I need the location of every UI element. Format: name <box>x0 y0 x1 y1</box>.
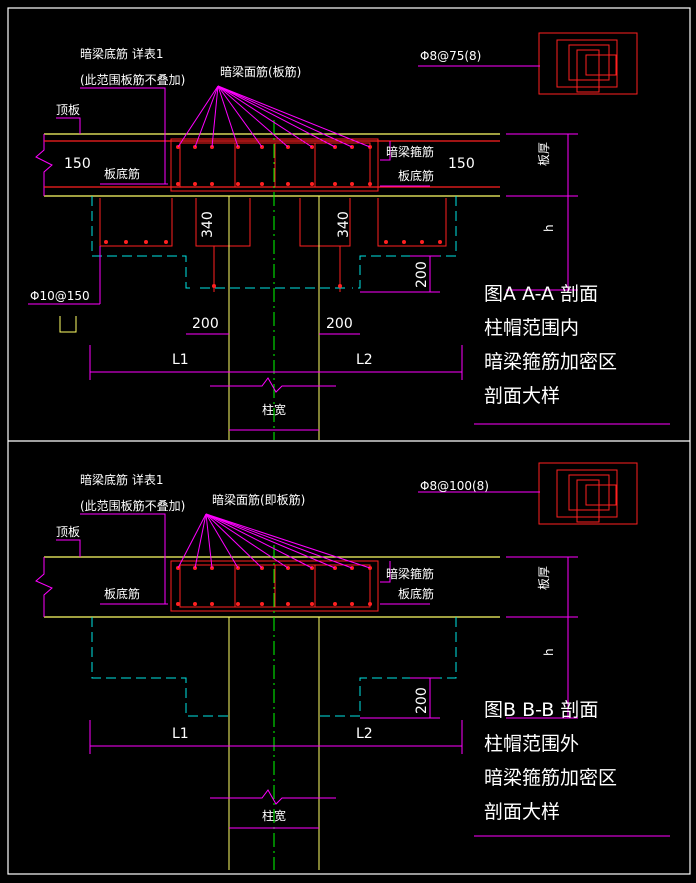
leader-lines <box>28 65 540 305</box>
top-bar-note: 暗梁面筋(板筋) <box>220 64 301 79</box>
slab-bottom-left: 板底筋 <box>104 586 140 601</box>
l1-label: L1 <box>172 726 189 742</box>
leader-lines <box>56 491 540 605</box>
caption-line: 柱帽范围内 <box>484 317 579 339</box>
rebar-dots <box>104 145 442 288</box>
slab-thick-label: 板厚 <box>537 566 551 590</box>
stirrup-detail-icon <box>538 32 638 95</box>
stirrup-label: 暗梁箍筋 <box>386 566 434 581</box>
dim-340-left: 340 <box>200 211 216 238</box>
h-label: h <box>542 648 556 656</box>
l2-label: L2 <box>356 726 373 742</box>
break-mark-left <box>35 557 53 617</box>
stirrup-label: 暗梁箍筋 <box>386 144 434 159</box>
cap-outline <box>91 196 457 289</box>
dim-200-vertical: 200 <box>414 261 430 288</box>
stirrup-spec: Φ8@75(8) <box>420 49 481 63</box>
dimension-lines <box>89 133 578 431</box>
stirrup-spec: Φ8@100(8) <box>420 479 489 493</box>
caption-line: 图B B-B 剖面 <box>484 699 598 721</box>
column-width-label: 柱宽 <box>262 808 286 823</box>
caption-line: 剖面大样 <box>484 385 560 407</box>
caption-line: 暗梁箍筋加密区 <box>484 351 617 373</box>
dim-200-left: 200 <box>192 316 219 332</box>
top-bar-note: 暗梁面筋(即板筋) <box>212 492 305 507</box>
top-slab-label: 顶板 <box>56 103 80 117</box>
h-label: h <box>542 224 556 232</box>
caption-line: 暗梁箍筋加密区 <box>484 767 617 789</box>
column-outline <box>228 196 320 440</box>
l1-label: L1 <box>172 352 189 368</box>
column-cap-rebar <box>99 198 447 292</box>
caption-line: 图A A-A 剖面 <box>484 283 598 305</box>
slab-thick-label: 板厚 <box>537 142 551 166</box>
cap-rebar-spec: Φ10@150 <box>30 289 90 303</box>
dimension-lines <box>89 556 578 829</box>
slab-thickness-right: 150 <box>448 156 475 172</box>
cap-outline <box>91 617 457 717</box>
break-mark-left <box>35 134 53 196</box>
bottom-bar-note-line1: 暗梁底筋 详表1 <box>80 46 163 61</box>
dim-200-vertical: 200 <box>414 687 430 714</box>
caption-line: 剖面大样 <box>484 801 560 823</box>
panel-a: 暗梁底筋 详表1 (此范围板筋不叠加) 暗梁面筋(板筋) Φ8@75(8) 顶板… <box>28 32 670 440</box>
bottom-bar-note-line1: 暗梁底筋 详表1 <box>80 472 163 487</box>
top-slab-label: 顶板 <box>56 525 80 539</box>
l2-label: L2 <box>356 352 373 368</box>
panel-b: 暗梁底筋 详表1 (此范围板筋不叠加) 暗梁面筋(即板筋) Φ8@100(8) … <box>35 462 670 870</box>
bottom-bar-note-line2: (此范围板筋不叠加) <box>80 72 185 87</box>
slab-bottom-left: 板底筋 <box>104 166 140 181</box>
caption-b: 图B B-B 剖面 柱帽范围外 暗梁箍筋加密区 剖面大样 <box>474 699 670 837</box>
slab-bottom-right: 板底筋 <box>398 168 434 183</box>
slab-lines <box>44 133 500 197</box>
caption-line: 柱帽范围外 <box>484 733 579 755</box>
stirrup-detail-icon <box>538 462 638 525</box>
dim-200-right: 200 <box>326 316 353 332</box>
caption-a: 图A A-A 剖面 柱帽范围内 暗梁箍筋加密区 剖面大样 <box>474 283 670 425</box>
slab-bottom-right: 板底筋 <box>398 586 434 601</box>
bottom-bar-note-line2: (此范围板筋不叠加) <box>80 498 185 513</box>
column-width-label: 柱宽 <box>262 402 286 417</box>
hook-symbol <box>59 316 77 333</box>
slab-thickness-left: 150 <box>64 156 91 172</box>
dim-340-right: 340 <box>336 211 352 238</box>
